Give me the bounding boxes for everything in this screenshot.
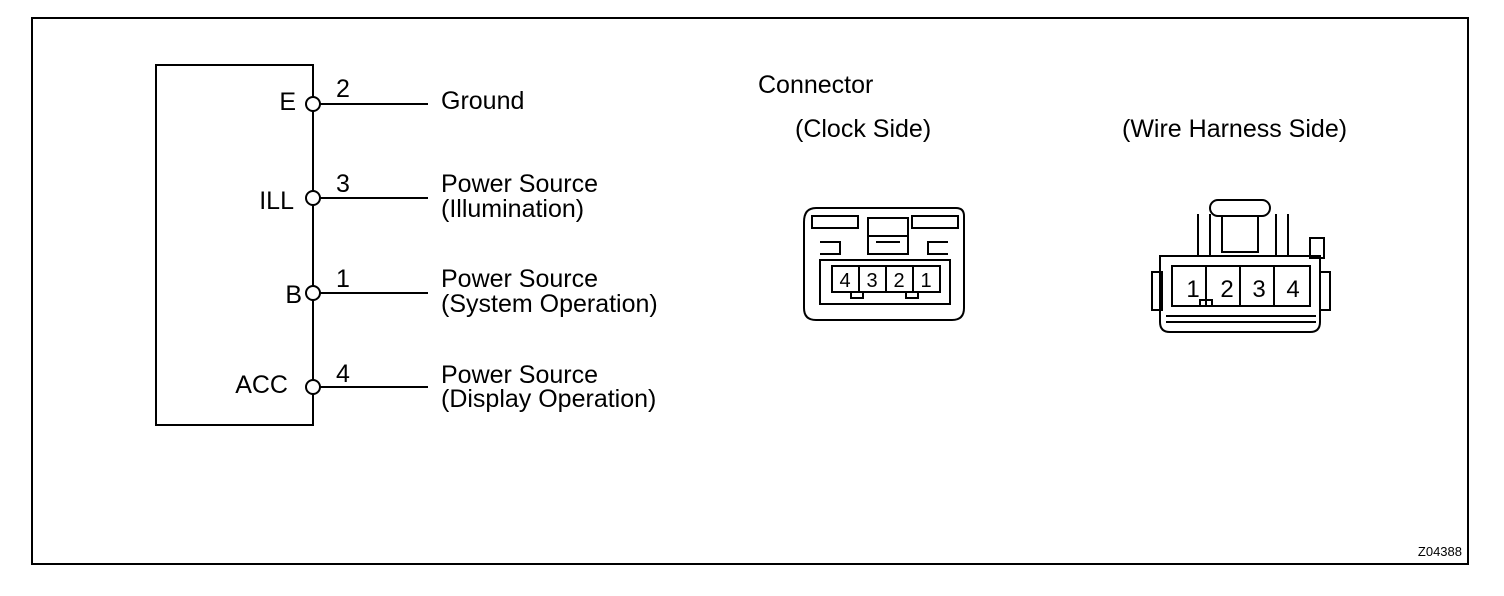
clock-pin-label: 2 (893, 270, 904, 292)
clock-connector-step-right (927, 241, 948, 255)
clock-connector-cavity (819, 259, 951, 305)
pin-b-row: B 1 Power Source (System Operation) (285, 265, 657, 318)
harness-connector-ear-left (1151, 271, 1163, 311)
clock-connector-housing (803, 207, 965, 321)
pin-e-desc: Ground (441, 87, 524, 115)
pin-ill-label: ILL (259, 187, 294, 215)
harness-connector-top-clip (1209, 199, 1271, 217)
pin-ill-row: ILL 3 Power Source (Illumination) (259, 170, 598, 223)
harness-connector-rail-right (1275, 214, 1289, 256)
clock-pin-label: 4 (839, 270, 850, 292)
pin-acc-number: 4 (336, 360, 350, 388)
clock-pin-label: 1 (920, 270, 931, 292)
harness-side-label: (Wire Harness Side) (1122, 115, 1347, 143)
clock-component-box (155, 64, 314, 426)
pin-b-label: B (285, 281, 302, 309)
pin-b-number: 1 (336, 265, 350, 293)
clock-connector-key-left (850, 291, 864, 299)
harness-side-connector (1151, 199, 1331, 333)
harness-connector-housing (1159, 255, 1321, 333)
harness-connector-key (1199, 299, 1213, 307)
clock-side-label: (Clock Side) (795, 115, 931, 143)
clock-connector-latch-right (911, 215, 959, 229)
pin-e-label: E (279, 88, 296, 116)
pin-acc-desc-line2: (Display Operation) (441, 385, 656, 413)
diagram-frame (31, 17, 1469, 565)
pin-ill-number: 3 (336, 170, 350, 198)
harness-connector-rail-left (1197, 214, 1211, 256)
harness-pin-label: 1 (1186, 276, 1199, 303)
clock-connector-step-left (820, 241, 841, 255)
pin-ill-terminal (305, 190, 321, 206)
pin-e-terminal (305, 96, 321, 112)
pin-e-number: 2 (336, 75, 350, 103)
clock-pin-label: 3 (866, 270, 877, 292)
pin-acc-desc-line1: Power Source (441, 361, 598, 389)
harness-pin-label: 4 (1286, 276, 1299, 303)
clock-side-connector (803, 207, 965, 321)
figure-code: Z04388 (1418, 544, 1462, 559)
pin-acc-terminal (305, 379, 321, 395)
clock-connector-key-right (905, 291, 919, 299)
pin-b-desc-line1: Power Source (441, 265, 598, 293)
pin-b-desc-line2: (System Operation) (441, 290, 658, 318)
pin-e-row: E 2 Ground (279, 75, 524, 116)
pin-b-terminal (305, 285, 321, 301)
harness-pin-label: 3 (1252, 276, 1265, 303)
pin-ill-desc-line1: Power Source (441, 170, 598, 198)
pin-acc-label: ACC (235, 371, 288, 399)
harness-pin-label: 2 (1220, 276, 1233, 303)
harness-connector-center-block (1221, 216, 1259, 253)
connector-title: Connector (758, 71, 873, 99)
harness-connector-side-tab (1309, 237, 1325, 259)
pin-acc-row: ACC 4 Power Source (Display Operation) (235, 360, 656, 413)
pin-ill-desc-line2: (Illumination) (441, 195, 584, 223)
clock-connector-latch-left (811, 215, 859, 229)
harness-connector-ear-right (1319, 271, 1331, 311)
